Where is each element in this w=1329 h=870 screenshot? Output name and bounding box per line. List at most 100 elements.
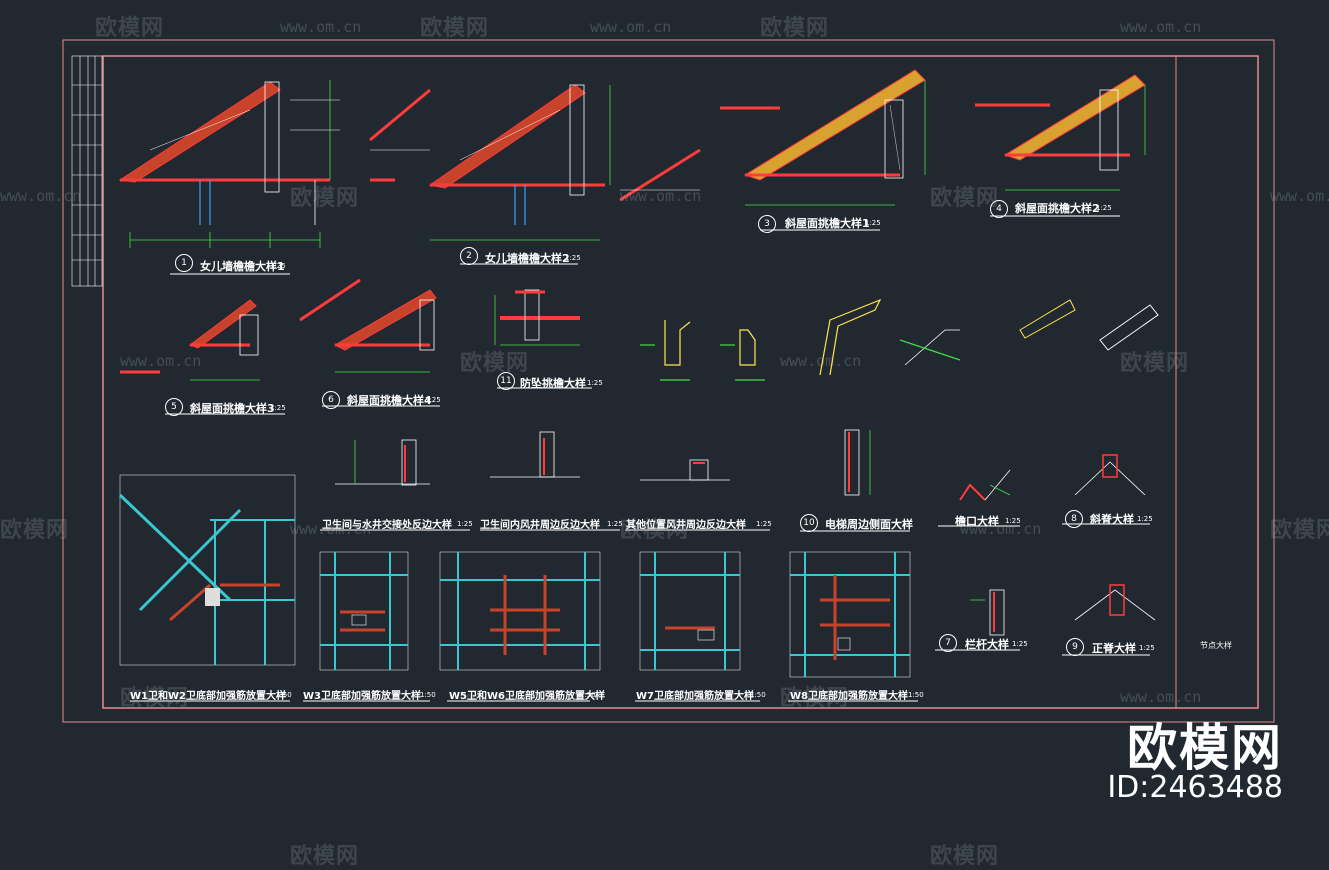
watermark-url: www.om.cn bbox=[280, 18, 362, 36]
detail-scale: 1:50 bbox=[276, 691, 292, 699]
detail-scale: 1:25 bbox=[425, 396, 441, 404]
detail-scale: 1:25 bbox=[756, 520, 772, 528]
detail-scale: 1:25 bbox=[270, 262, 286, 270]
railing-detail bbox=[970, 589, 1005, 636]
detail-number-circle: 1 bbox=[175, 254, 193, 272]
watermark-logo: 欧模网 bbox=[460, 351, 530, 376]
detail-title: 檐口大样 bbox=[955, 515, 999, 528]
detail-title: 电梯周边侧面大样 bbox=[825, 518, 913, 531]
inner-frame bbox=[102, 55, 1259, 709]
detail-title: 其他位置风井周边反边大样 bbox=[626, 520, 746, 531]
detail-title: 斜屋面挑檐大样3 bbox=[190, 402, 275, 415]
detail-scale: 1:25 bbox=[457, 520, 473, 528]
watermark-logo: 欧模网 bbox=[930, 844, 1000, 869]
detail-title: W1卫和W2卫底部加强筋放置大样 bbox=[130, 691, 286, 702]
detail-title: W5卫和W6卫底部加强筋放置大样 bbox=[449, 691, 605, 702]
watermark-logo: 欧模网 bbox=[120, 686, 190, 711]
watermark-logo: 欧模网 bbox=[0, 518, 70, 543]
main-ridge-detail bbox=[1074, 584, 1156, 621]
detail-title: 斜脊大样 bbox=[1090, 513, 1134, 526]
detail-title: 斜屋面挑檐大样4 bbox=[347, 394, 432, 407]
anchor-rebar-drawing bbox=[1019, 299, 1159, 351]
section-1a-drawing bbox=[640, 320, 691, 381]
detail-3-drawing bbox=[720, 69, 926, 206]
cad-drawing-canvas bbox=[62, 39, 1275, 723]
detail-number-circle: 7 bbox=[939, 634, 957, 652]
detail-5-drawing bbox=[120, 299, 260, 381]
eave-detail bbox=[959, 469, 1011, 501]
corner-rebar-drawing bbox=[819, 298, 961, 376]
watermark-logo: 欧模网 bbox=[780, 686, 850, 711]
plan-w3 bbox=[319, 551, 409, 671]
watermark-logo: 欧模网 bbox=[95, 16, 165, 41]
detail-title: W8卫底部加强筋放置大样 bbox=[790, 691, 908, 702]
detail-scale: 1:50 bbox=[908, 691, 924, 699]
elevator-side-detail bbox=[844, 429, 871, 496]
watermark-logo: 欧模网 bbox=[1120, 351, 1190, 376]
plan-w7 bbox=[639, 551, 741, 671]
detail-title: W3卫底部加强筋放置大样 bbox=[303, 691, 421, 702]
plan-w1-w2 bbox=[118, 474, 296, 666]
detail-title: 斜屋面挑檐大样2 bbox=[1015, 202, 1100, 215]
detail-number-circle: 8 bbox=[1065, 510, 1083, 528]
hip-ridge-detail bbox=[1074, 454, 1146, 496]
watermark-logo: 欧模网 bbox=[620, 518, 690, 543]
detail-title: 防坠挑檐大样 bbox=[520, 377, 586, 390]
watermark-url: www.om.cn bbox=[620, 187, 702, 205]
outer-frame bbox=[62, 39, 1275, 723]
watermark-url: www.om.cn bbox=[1120, 18, 1202, 36]
detail-scale: 1:25 bbox=[565, 254, 581, 262]
detail-scale: 1:25 bbox=[865, 219, 881, 227]
brand-id: ID:2463488 bbox=[1107, 770, 1283, 805]
watermark-url: www.om.cn bbox=[290, 520, 372, 538]
watermark-url: www.om.cn bbox=[780, 352, 862, 370]
plan-w5-w6 bbox=[439, 551, 601, 671]
detail-2-drawing bbox=[428, 84, 701, 241]
detail-scale: 1:25 bbox=[607, 520, 623, 528]
watermark-logo: 欧模网 bbox=[930, 186, 1000, 211]
detail-number-circle: 2 bbox=[460, 247, 478, 265]
frame-label: 节点大样 bbox=[1200, 641, 1232, 650]
detail-title: 卫生间内风井周边反边大样 bbox=[480, 520, 600, 531]
watermark-url: www.om.cn bbox=[1270, 187, 1329, 205]
detail-scale: 1:50 bbox=[420, 691, 436, 699]
watermark-url: www.om.cn bbox=[590, 18, 672, 36]
detail-scale: 1:25 bbox=[1096, 204, 1112, 212]
detail-scale: 1:50 bbox=[750, 691, 766, 699]
bathroom-vent-detail bbox=[490, 431, 580, 478]
plan-w8 bbox=[789, 551, 911, 678]
watermark-logo: 欧模网 bbox=[420, 16, 490, 41]
detail-number-circle: 3 bbox=[758, 215, 776, 233]
detail-scale: 1:25 bbox=[587, 379, 603, 387]
watermark-url: www.om.cn bbox=[460, 688, 542, 706]
binding-strip bbox=[71, 55, 103, 287]
detail-4-drawing bbox=[975, 74, 1146, 191]
detail-title: 女儿墙檐檐大样2 bbox=[485, 252, 570, 265]
detail-scale: 1:25 bbox=[270, 404, 286, 412]
watermark-logo: 欧模网 bbox=[760, 16, 830, 41]
watermark-logo: 欧模网 bbox=[290, 186, 360, 211]
detail-number-circle: 5 bbox=[165, 398, 183, 416]
detail-scale: 1:50 bbox=[580, 691, 596, 699]
watermark-url: www.om.cn bbox=[1120, 688, 1202, 706]
detail-scale: 1:25 bbox=[1137, 515, 1153, 523]
detail-1-drawing bbox=[118, 80, 431, 248]
detail-title: 卫生间与水井交接处反边大样 bbox=[322, 520, 452, 531]
watermark-logo: 欧模网 bbox=[1270, 518, 1329, 543]
section-1b-drawing bbox=[720, 329, 765, 381]
watermark-url: www.om.cn bbox=[960, 520, 1042, 538]
detail-scale: 1:25 bbox=[1005, 517, 1021, 525]
detail-title: 栏杆大样 bbox=[965, 638, 1009, 651]
watermark-logo: 欧模网 bbox=[290, 844, 360, 869]
detail-11-drawing bbox=[494, 289, 580, 346]
detail-scale: 1:25 bbox=[1012, 640, 1028, 648]
watermark-url: www.om.cn bbox=[0, 187, 82, 205]
detail-number-circle: 10 bbox=[800, 514, 818, 532]
other-vent-detail bbox=[640, 459, 730, 481]
detail-title: 正脊大样 bbox=[1092, 642, 1136, 655]
detail-title: 女儿墙檐檐大样1 bbox=[200, 260, 285, 273]
detail-number-circle: 6 bbox=[322, 391, 340, 409]
detail-title: W7卫底部加强筋放置大样 bbox=[636, 691, 754, 702]
bathroom-water-well-detail bbox=[335, 439, 430, 486]
detail-scale: 1:25 bbox=[1139, 644, 1155, 652]
